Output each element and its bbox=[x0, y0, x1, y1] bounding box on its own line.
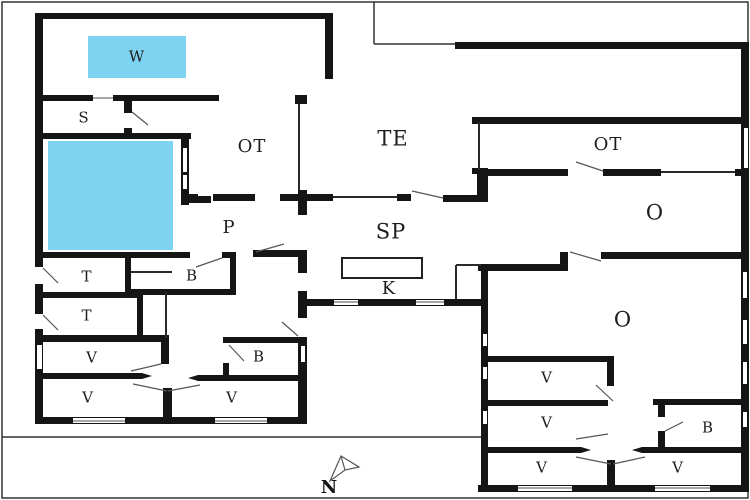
room-label-s: S bbox=[78, 108, 90, 127]
room-label-t-lower: T bbox=[81, 306, 93, 325]
room-label-k: K bbox=[381, 278, 397, 299]
room-label-o-upper: O bbox=[645, 200, 665, 225]
walls bbox=[35, 13, 749, 492]
north-label: N bbox=[320, 477, 338, 498]
room-label-p: P bbox=[222, 217, 236, 238]
room-label-b-hall: B bbox=[185, 266, 199, 285]
windows bbox=[35, 95, 748, 491]
whirlpool bbox=[88, 36, 186, 78]
thin-partitions bbox=[131, 104, 735, 338]
swimming-pool bbox=[48, 141, 173, 250]
room-label-ot-left: OT bbox=[237, 136, 267, 157]
kitchen-island bbox=[341, 257, 423, 279]
pool-areas bbox=[48, 36, 186, 250]
north-arrow-icon bbox=[328, 455, 361, 483]
room-label-ot-right: OT bbox=[593, 134, 623, 155]
room-label-v-wing3: V bbox=[536, 458, 548, 477]
room-label-t-upper: T bbox=[81, 267, 93, 286]
room-label-w: W bbox=[128, 47, 146, 66]
room-label-te: TE bbox=[377, 126, 409, 151]
room-label-b-wing: B bbox=[701, 418, 715, 437]
room-label-v-wing1: V bbox=[541, 368, 553, 387]
room-label-v-left1: V bbox=[86, 348, 98, 367]
room-label-b-mid: B bbox=[252, 347, 266, 366]
room-label-v-left2: V bbox=[82, 388, 94, 407]
room-label-v-wing2: V bbox=[541, 413, 553, 432]
room-label-o-wing: O bbox=[613, 307, 633, 332]
door-swings bbox=[42, 111, 684, 465]
room-label-v-left3: V bbox=[226, 388, 238, 407]
room-label-sp: SP bbox=[375, 219, 407, 244]
room-label-v-wing4: V bbox=[672, 458, 684, 477]
